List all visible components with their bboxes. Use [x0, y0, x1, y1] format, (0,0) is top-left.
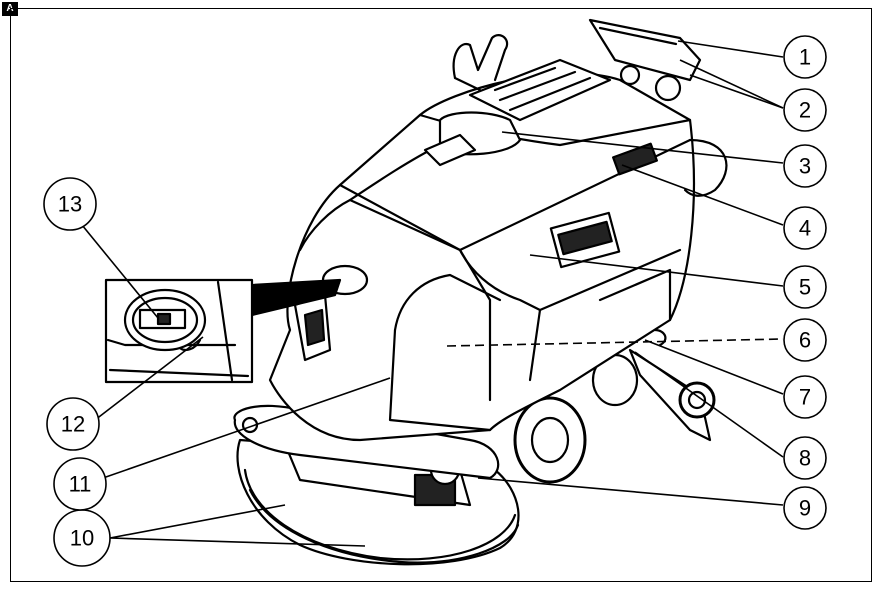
callout-circle-2 — [783, 88, 827, 132]
callout-number-7: 7 — [799, 385, 811, 410]
rear-lid — [588, 18, 702, 102]
callout-number-4: 4 — [799, 216, 811, 241]
leader-6 — [446, 338, 784, 347]
leader-8 — [634, 351, 784, 458]
callout-circle-7 — [783, 375, 827, 419]
leader-4 — [621, 164, 784, 226]
leader-10b — [109, 537, 366, 547]
leader-11 — [102, 377, 391, 479]
rear-hose — [683, 138, 728, 197]
callout-circle-13 — [43, 177, 97, 231]
leader-2b — [689, 74, 784, 109]
rear-wheel — [513, 353, 639, 484]
callout-circle-3 — [783, 144, 827, 188]
callout-circle-1 — [783, 35, 827, 79]
callout-circle-12 — [46, 397, 100, 451]
leader-9 — [477, 477, 784, 506]
callout-circle-6 — [783, 318, 827, 362]
callout-number-8: 8 — [799, 446, 811, 471]
top-panel — [468, 58, 612, 122]
control-panel — [423, 111, 658, 269]
front-emblem — [293, 264, 369, 362]
top-handle — [452, 34, 509, 92]
callout-number-12: 12 — [61, 412, 85, 437]
lower-body — [233, 404, 500, 480]
callout-number-2: 2 — [799, 98, 811, 123]
callout-number-10: 10 — [70, 526, 94, 551]
callout-number-1: 1 — [799, 45, 811, 70]
main-body — [268, 72, 696, 442]
callout-number-13: 13 — [58, 192, 82, 217]
figure-frame — [10, 8, 872, 582]
leader-1 — [677, 40, 784, 58]
leader-7 — [644, 339, 784, 395]
callout-number-3: 3 — [799, 154, 811, 179]
callout-circle-4 — [783, 206, 827, 250]
inset-detail — [104, 278, 254, 384]
leader-13 — [81, 224, 159, 319]
callout-circle-8 — [783, 436, 827, 480]
callout-circle-5 — [783, 265, 827, 309]
leader-12 — [94, 336, 204, 421]
leader-10a — [109, 504, 286, 539]
leader-2a — [679, 59, 784, 109]
callout-number-6: 6 — [799, 328, 811, 353]
callout-number-9: 9 — [799, 496, 811, 521]
squeegee-assembly — [628, 328, 716, 442]
callout-number-5: 5 — [799, 275, 811, 300]
callout-circle-11 — [53, 457, 107, 511]
callout-circle-9 — [783, 486, 827, 530]
leader-3 — [501, 131, 784, 164]
callout-number-11: 11 — [69, 472, 92, 497]
leader-5 — [529, 254, 784, 287]
